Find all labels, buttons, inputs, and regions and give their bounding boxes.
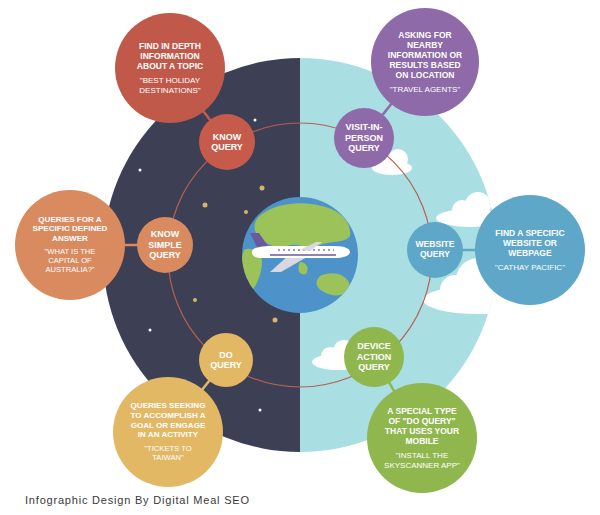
query-circle: KNOW QUERY [199,114,255,170]
text-block: QUERIES SEEKING TO ACCOMPLISH A GOAL OR … [130,401,207,462]
connector [462,249,476,252]
query-circle: VISIT-IN-PERSON QUERY [334,108,394,168]
example-query: "BEST HOLIDAY DESTINATIONS" [132,76,209,95]
detail-circle: FIND IN DEPTH INFORMATION ABOUT A TOPIC "… [115,13,225,123]
detail-circle: ASKING FOR NEARBY INFORMATION OR RESULTS… [371,8,479,116]
text-block: FIND A SPECIFIC WEBSITE OR WEBPAGE "CATHA… [492,228,569,272]
airplane [250,233,350,272]
connector [382,103,392,115]
ocean [242,197,358,313]
globe [240,197,358,313]
query-name: KNOW QUERY [207,132,246,153]
text-block: DEVICE ACTION QUERY [353,341,395,372]
example-query: "INSTALL THE SKYSCANNER APP" [384,451,461,470]
detail-circle: A SPECIAL TYPE OF "DO QUERY" THAT USES Y… [367,383,477,493]
description: QUERIES SEEKING TO ACCOMPLISH A GOAL OR … [130,401,207,439]
example-query: "CATHAY PACIFIC" [492,263,569,272]
credit-caption: Infographic Design By Digital Meal SEO [25,494,250,506]
text-block: WEBSITE QUERY [415,240,454,260]
description: QUERIES FOR A SPECIFIC DEFINED ANSWER [32,215,109,244]
stars [119,119,278,412]
example-query: "TICKETS TO TAIWAN" [130,445,207,463]
query-name: DEVICE ACTION QUERY [353,341,395,372]
example-query: "WHAT IS THE CAPITAL OF AUSTRALIA?" [32,248,109,275]
connector [202,380,210,390]
query-name: KNOW SIMPLE QUERY [145,229,184,260]
query-name: VISIT-IN-PERSON QUERY [343,122,385,153]
query-name: DO QUERY [207,350,245,371]
text-block: A SPECIAL TYPE OF "DO QUERY" THAT USES Y… [384,406,461,470]
query-circle: KNOW SIMPLE QUERY [137,217,193,273]
text-block: KNOW QUERY [207,132,246,153]
detail-circle: FIND A SPECIFIC WEBSITE OR WEBPAGE "CATHA… [475,195,585,305]
query-circle: WEBSITE QUERY [407,222,463,278]
continents [240,203,350,296]
description: FIND IN DEPTH INFORMATION ABOUT A TOPIC [132,41,209,71]
query-name: WEBSITE QUERY [415,240,454,260]
description: FIND A SPECIFIC WEBSITE OR WEBPAGE [492,228,569,258]
query-circle: DEVICE ACTION QUERY [344,327,404,387]
text-block: FIND IN DEPTH INFORMATION ABOUT A TOPIC "… [132,41,209,95]
text-block: DO QUERY [207,350,245,371]
detail-circle: QUERIES SEEKING TO ACCOMPLISH A GOAL OR … [113,377,223,487]
text-block: ASKING FOR NEARBY INFORMATION OR RESULTS… [387,30,463,95]
text-block: KNOW SIMPLE QUERY [145,229,184,260]
connector [124,244,138,247]
text-block: VISIT-IN-PERSON QUERY [343,122,385,153]
description: ASKING FOR NEARBY INFORMATION OR RESULTS… [387,30,463,80]
text-block: QUERIES FOR A SPECIFIC DEFINED ANSWER "WH… [32,215,109,275]
description: A SPECIAL TYPE OF "DO QUERY" THAT USES Y… [384,406,461,446]
example-query: "TRAVEL AGENTS" [387,85,463,94]
detail-circle: QUERIES FOR A SPECIFIC DEFINED ANSWER "WH… [15,190,125,300]
query-circle: DO QUERY [199,333,253,387]
